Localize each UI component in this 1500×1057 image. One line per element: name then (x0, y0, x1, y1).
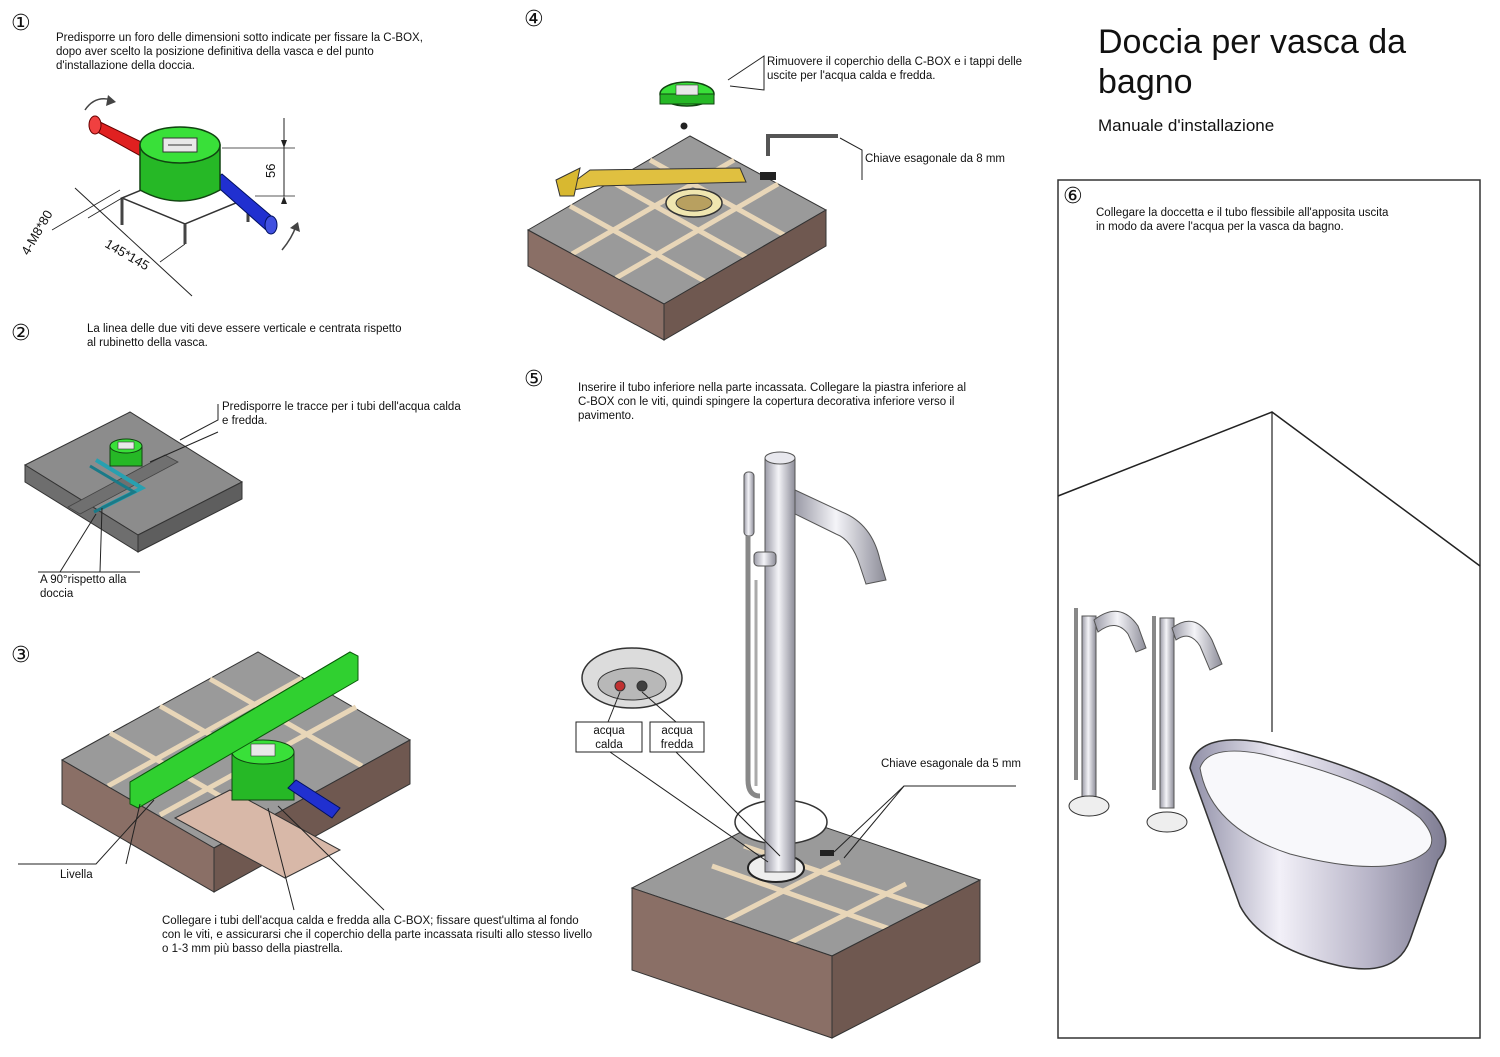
step4-wrench-label: Chiave esagonale da 8 mm (865, 153, 1005, 165)
step5-cold-label: acqua fredda (660, 725, 694, 751)
step3-instruction: Collegare i tubi dell'acqua calda e fred… (162, 915, 593, 955)
step1-cbox-drawing (51, 95, 300, 297)
document-title: Doccia per vasca da bagno (1098, 23, 1407, 101)
step5-instruction: Inserire il tubo inferiore nella parte i… (578, 382, 967, 422)
step2-slab-drawing (23, 404, 244, 573)
document-subtitle: Manuale d'installazione (1098, 116, 1275, 135)
step1-number: ① (11, 11, 31, 36)
step2-angle-label: A 90°rispetto alla doccia (40, 574, 127, 600)
step3-level-drawing (18, 651, 412, 911)
step2-number: ② (11, 321, 31, 346)
step5-number: ⑤ (524, 367, 544, 392)
step6-instruction: Collegare la doccetta e il tubo flessibi… (1096, 207, 1389, 233)
step2-instruction: La linea delle due viti deve essere vert… (87, 323, 402, 349)
step6-drawing (1057, 179, 1481, 1039)
step4-cover-label: Rimuovere il coperchio della C-BOX e i t… (767, 56, 1023, 82)
step2-pipes-label: Predisporre le tracce per i tubi dell'ac… (222, 401, 461, 427)
step1-instruction: Predisporre un foro delle dimensioni sot… (56, 32, 423, 72)
step5-wrench-label: Chiave esagonale da 5 mm (881, 758, 1021, 770)
step3-number: ③ (11, 643, 31, 668)
step1-height-dim: 56 (263, 163, 278, 178)
step4-number: ④ (524, 7, 544, 32)
step5-drawing (575, 451, 1016, 1039)
step6-number: ⑥ (1063, 184, 1083, 209)
step5-hot-label: acqua calda (593, 725, 625, 751)
step3-level-label: Livella (60, 869, 93, 881)
step4-drawing (526, 55, 863, 341)
